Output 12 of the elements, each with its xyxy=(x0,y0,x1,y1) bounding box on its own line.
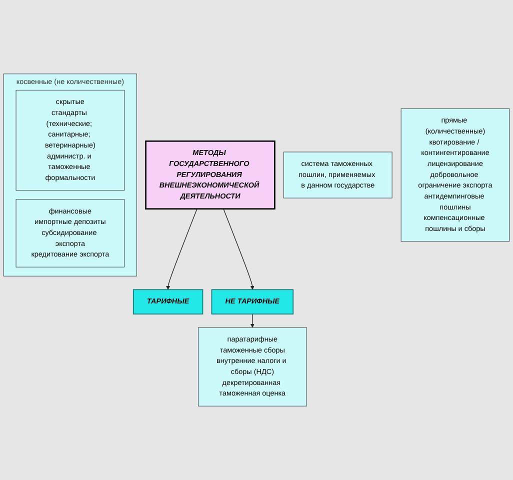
node-box xyxy=(16,90,125,191)
arrow xyxy=(223,208,254,290)
node-box xyxy=(198,327,307,406)
node-box xyxy=(16,199,125,268)
node-box xyxy=(132,289,204,314)
node-box xyxy=(211,289,294,314)
arrow xyxy=(166,208,198,290)
node-box xyxy=(284,152,392,198)
node-box xyxy=(145,140,276,210)
arrow xyxy=(250,314,254,328)
node-box xyxy=(400,108,510,242)
cluster xyxy=(3,74,137,276)
